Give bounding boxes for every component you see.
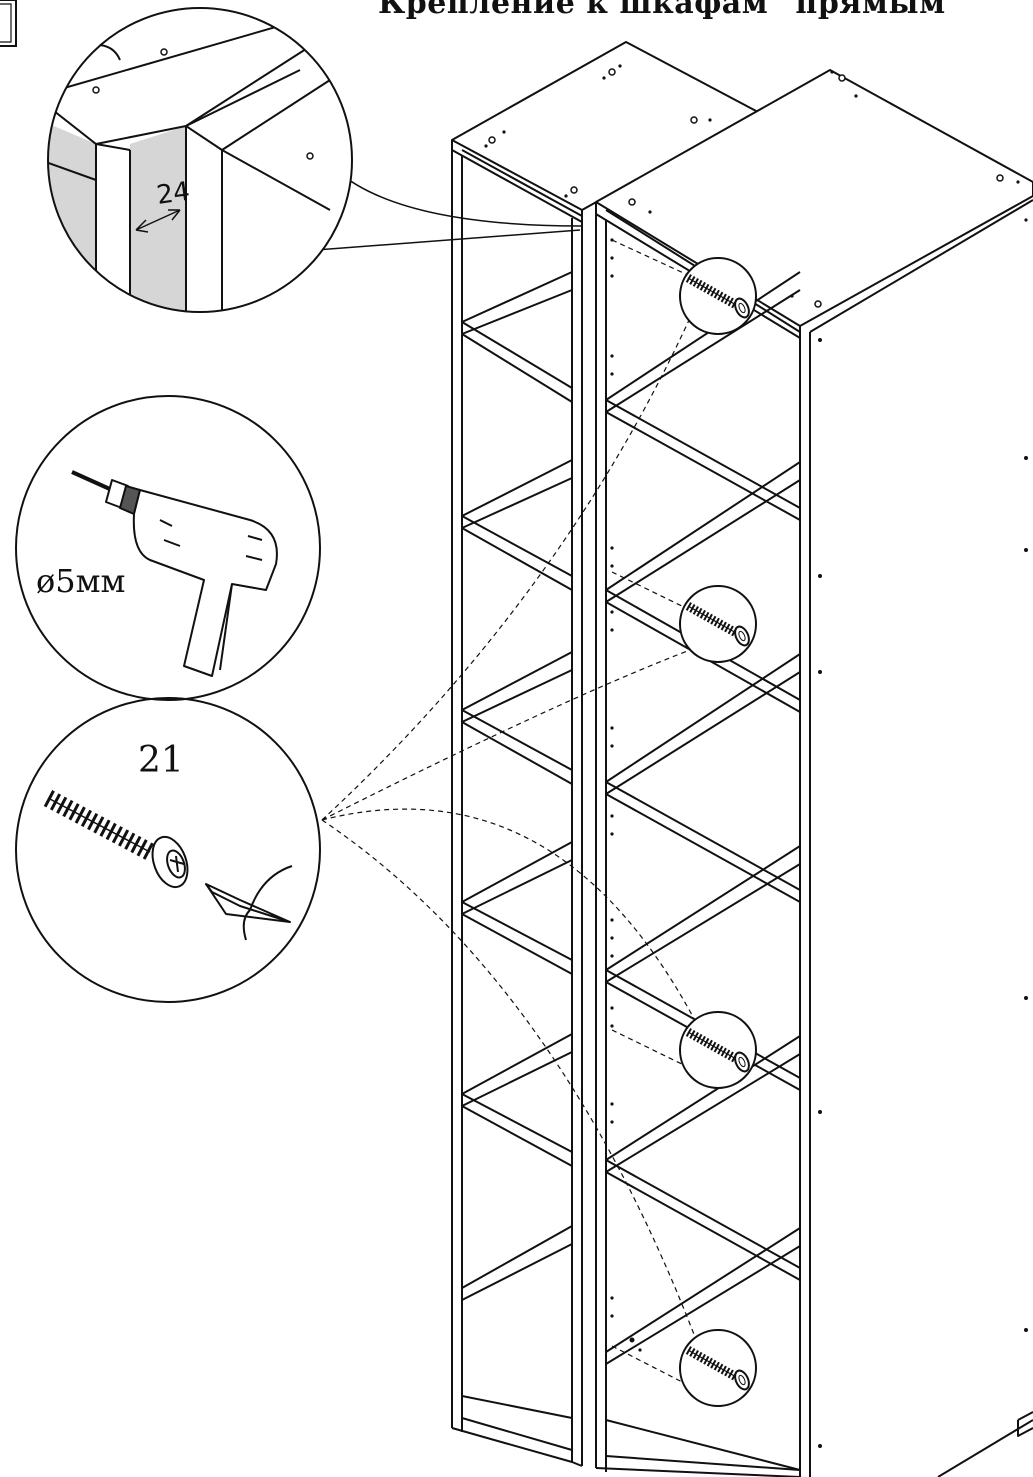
- screw-callout-1: [680, 258, 756, 334]
- dimension-label-24: 24: [155, 177, 192, 211]
- screw-screwdriver-illustration: 21: [15, 697, 321, 1003]
- drill-illustration: ø5мм: [15, 395, 321, 701]
- left-cabinet: [451, 41, 759, 1467]
- screw-number-label: 21: [138, 740, 184, 781]
- drill-diameter-label: ø5мм: [36, 562, 125, 600]
- screw-callout-2: [680, 586, 756, 662]
- dashed-leader-lines: [321, 239, 701, 1387]
- screw-callout-3: [680, 1012, 756, 1088]
- corner-frame-mark: [0, 0, 17, 47]
- instruction-title: Крепление к шкафам "прямым": [378, 0, 962, 21]
- screw-callout-4: [680, 1330, 756, 1406]
- detail-magnifier: 24: [47, 7, 583, 313]
- right-cabinet: [595, 69, 1033, 1477]
